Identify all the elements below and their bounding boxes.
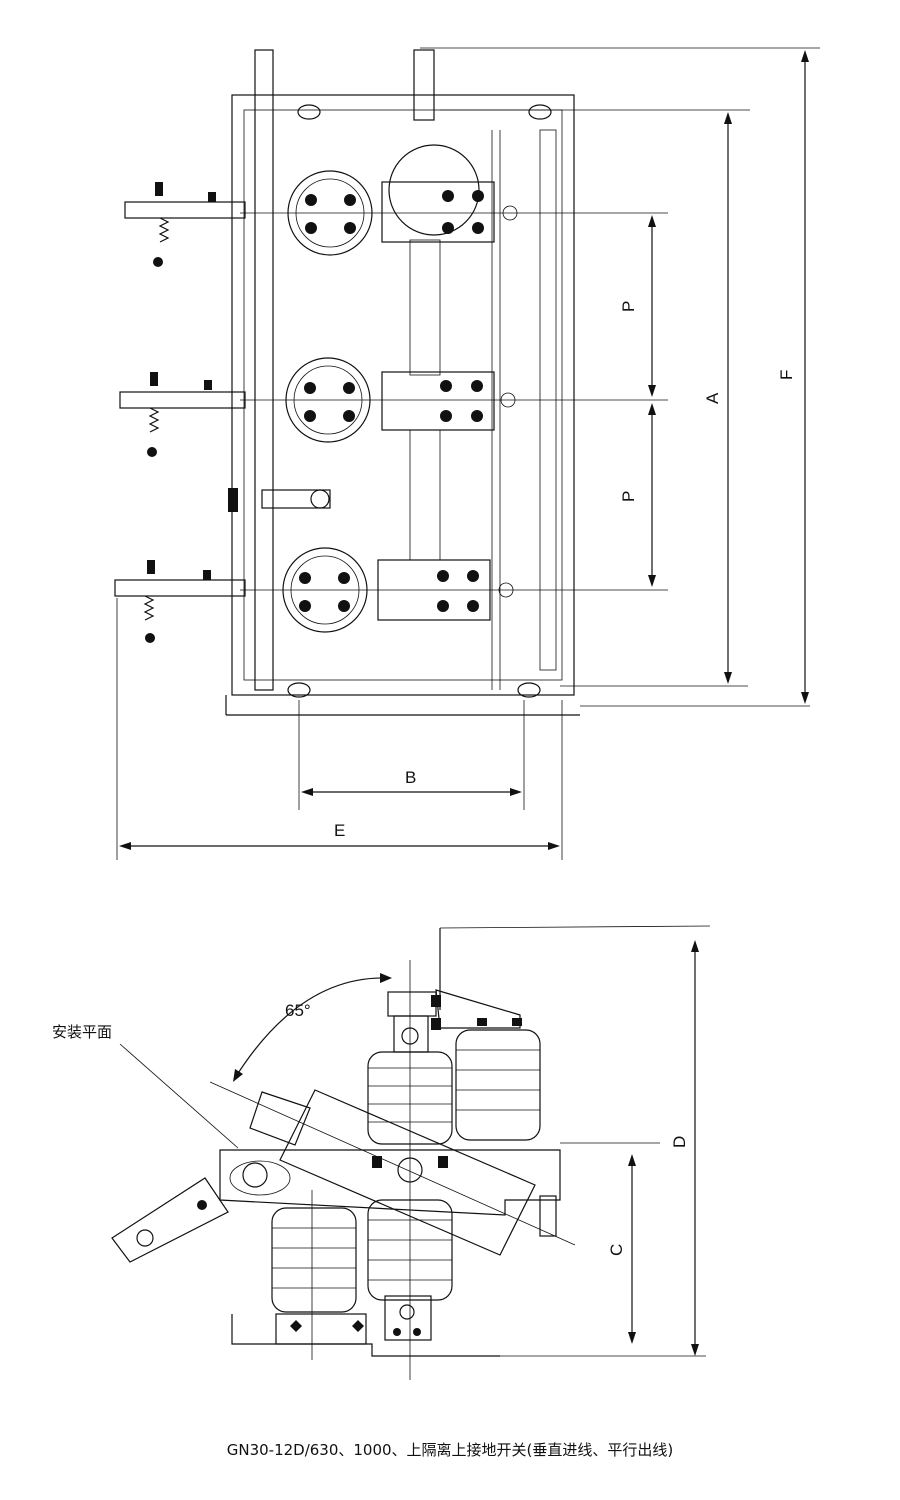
dim-f-label: F <box>777 370 796 380</box>
mount-bracket <box>231 1314 500 1357</box>
frame-inner <box>243 109 563 681</box>
dim-b-label: B <box>405 768 416 787</box>
insulator-lower-left <box>271 1207 357 1313</box>
mount-slot <box>287 682 311 698</box>
terminal-1 <box>124 182 246 267</box>
left-shaft <box>254 49 274 691</box>
dim-d-label: D <box>670 1136 689 1148</box>
angle-label: 65° <box>285 1001 311 1020</box>
angle-arc <box>234 977 389 1079</box>
lower-arm <box>111 1177 229 1263</box>
link-bar <box>409 239 441 376</box>
left-pivot <box>242 1162 268 1188</box>
handle-pivot <box>310 489 330 509</box>
arm-bolt <box>197 1200 207 1210</box>
frame-outer <box>231 94 575 696</box>
bottom-pivot <box>399 1304 415 1320</box>
bolt <box>393 1328 401 1336</box>
blade-tip <box>249 1091 311 1146</box>
dim-p1-label: P <box>619 301 638 312</box>
bolt <box>438 1156 448 1168</box>
link-bar <box>409 429 441 561</box>
phase-2 <box>285 357 516 443</box>
top-arm <box>435 989 521 1029</box>
top-view: F A P P B E <box>114 47 820 860</box>
handle-block <box>228 488 238 512</box>
mount-slot <box>297 104 321 120</box>
bolt <box>431 995 441 1007</box>
bolt-heads <box>290 1320 364 1332</box>
bolt <box>477 1018 487 1026</box>
pivot-ring <box>229 1160 291 1196</box>
terminal-2 <box>119 372 246 457</box>
bolt <box>431 1018 441 1030</box>
top-block <box>387 991 437 1017</box>
phase-1 <box>287 144 518 256</box>
mount-slot <box>528 104 552 120</box>
terminal-3 <box>114 560 246 643</box>
dim-e-label: E <box>334 821 345 840</box>
side-view: 65° 安装平面 D C <box>52 925 711 1380</box>
insulator-upper-right <box>455 1029 541 1141</box>
dim-c-label: C <box>607 1244 626 1256</box>
centerline <box>209 1081 576 1246</box>
mount-slot <box>517 682 541 698</box>
bolt <box>413 1328 421 1336</box>
side-latch <box>539 1195 557 1237</box>
ext-line <box>439 925 711 929</box>
handle-arm <box>261 489 331 509</box>
center-shaft <box>413 49 435 121</box>
bottom-clamp <box>384 1295 432 1341</box>
dim-p2-label: P <box>619 491 638 502</box>
bolt <box>512 1018 522 1026</box>
blade-open <box>279 1089 536 1256</box>
bottom-block <box>275 1313 367 1345</box>
base-frame <box>219 1149 561 1216</box>
dim-a-label: A <box>703 392 722 404</box>
caption: GN30-12D/630、1000、上隔离上接地开关(垂直进线、平行出线) <box>227 1441 674 1459</box>
mount-plane-label: 安装平面 <box>52 1023 112 1041</box>
top-clamp <box>393 1015 429 1053</box>
arm-pivot <box>136 1229 154 1247</box>
bolt <box>372 1156 382 1168</box>
leader-line <box>119 1043 239 1149</box>
